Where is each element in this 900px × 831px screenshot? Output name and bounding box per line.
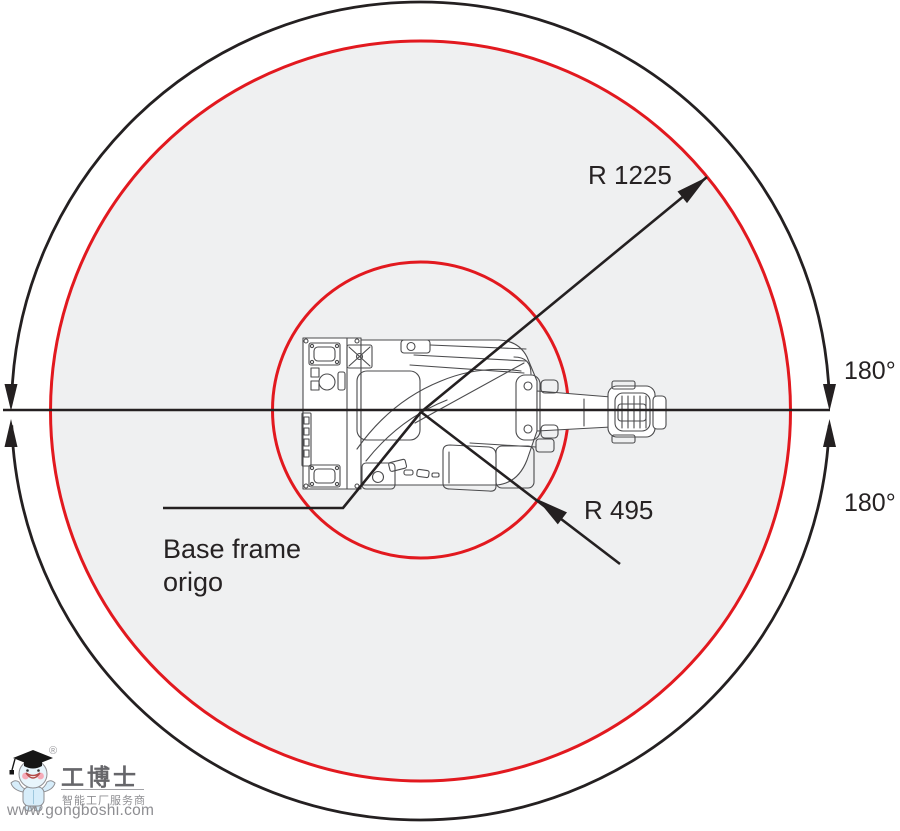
inner-radius-arrowhead: [537, 499, 567, 525]
arc-arrowhead-right-down: [823, 384, 836, 411]
watermark-logo: ® 工博士 智能工厂服务商 www.gongboshi.com: [6, 744, 186, 828]
mascot-icon: [9, 750, 56, 812]
origin-leader-line: [163, 411, 423, 510]
outer-radius-arrow-line: [420, 175, 708, 414]
outer-radius-label: R 1225: [588, 160, 672, 190]
rotation-label-bottom: 180°: [844, 489, 896, 517]
inner-radius-label: R 495: [584, 495, 653, 525]
robot-wrist-cap: [652, 395, 667, 430]
brand-divider: [61, 789, 144, 790]
arc-arrowhead-left-up: [4, 419, 18, 447]
brand-name: 工博士: [61, 765, 139, 791]
origin-label-line2: origo: [163, 567, 223, 597]
brand-url: www.gongboshi.com: [7, 802, 155, 819]
rotation-label-top: 180°: [844, 357, 896, 385]
dimension-lines: [163, 175, 708, 566]
origin-label-line1: Base frame: [163, 534, 301, 564]
rotation-arc-top: [10, 0, 831, 397]
brand-tagline: 智能工厂服务商: [62, 794, 146, 807]
arc-arrowhead-right-up: [823, 419, 836, 447]
registered-mark: ®: [49, 745, 58, 757]
outer-radius-arrowhead: [677, 177, 707, 204]
inner-radius-arrow-line: [420, 410, 621, 566]
arc-arrowhead-left-down: [4, 384, 18, 411]
rotation-arc-bottom: [10, 425, 831, 822]
